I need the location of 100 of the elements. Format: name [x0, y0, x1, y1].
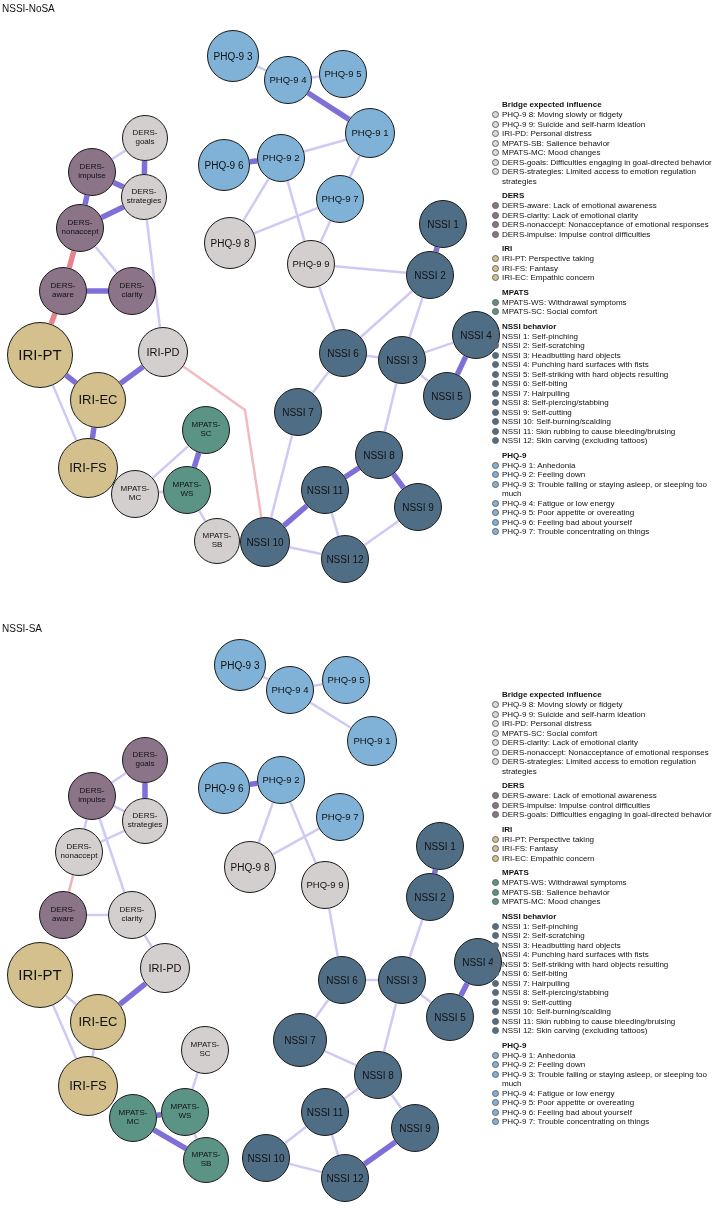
legend-label: PHQ-9 1: Anhedonia [502, 1050, 576, 1060]
edge-line [64, 373, 78, 385]
legend-heading: IRI [501, 244, 513, 254]
edge-line [191, 452, 202, 468]
legend-label: DERS-nonaccept: Nonacceptance of emotional responses [502, 747, 709, 757]
edge-line [408, 919, 424, 958]
edge-line [382, 1002, 398, 1053]
legend-label: NSSI 11: Skin rubbing to cause bleeding/bruising [502, 1016, 676, 1026]
legend-label: DERS-impulse: Impulse control difficulties [502, 800, 651, 810]
edge-line [272, 827, 320, 856]
legend-label: NSSI 10: Self-burning/scalding [502, 1007, 611, 1017]
edge-line [64, 994, 78, 1006]
edge-line [51, 1004, 78, 1059]
legend-label: NSSI 8: Self-piercing/stabbing [502, 988, 609, 998]
legend-label: PHQ-9 5: Poor appetite or overeating [502, 1098, 635, 1108]
legend-heading: MPATS [501, 287, 529, 298]
legend-label: NSSI 3: Headbutting hard objects [502, 350, 621, 360]
edge-line [334, 264, 407, 275]
legend-label: DERS-goals: Difficulties engaging in goal-directed behavior [502, 810, 712, 820]
edge-line [343, 465, 361, 480]
panel-title: NSSI-NoSA [2, 4, 55, 14]
edge-line [111, 149, 127, 161]
edge-line [51, 384, 78, 441]
edge-line [319, 220, 332, 243]
legend-label: DERS-impulse: Impulse control difficulties [502, 229, 651, 239]
legend-label: PHQ-9 6: Feeling bad about yourself [502, 1107, 632, 1117]
legend-label: PHQ-9 9: Suicide and self-harm ideation [502, 709, 646, 719]
legend-label: NSSI 6: Self-biting [502, 969, 568, 979]
legend-label: PHQ-9 7: Trouble concentrating on things [502, 527, 650, 537]
edge-line [288, 1162, 323, 1174]
edge-line [142, 783, 148, 798]
legend-label: DERS-aware: Lack of emotional awareness [502, 791, 657, 801]
legend-label: NSSI 9: Self-cutting [502, 407, 572, 417]
legend-label: PHQ-9 4: Fatigue or low energy [502, 498, 615, 508]
legend-label: DERS-nonaccept: Nonacceptance of emotional responses [502, 220, 709, 230]
edge-line [282, 503, 309, 528]
edge-line [156, 1112, 162, 1118]
legend-label: DERS-strategies: Limited access to emotion regulation strategies [502, 757, 697, 776]
edge-line [348, 155, 361, 178]
legend-heading: NSSI behavior [501, 911, 557, 922]
legend-label: IRI-PD: Personal distress [502, 719, 592, 729]
edge-line [66, 250, 77, 269]
legend-label: NSSI 3: Headbutting hard objects [502, 940, 621, 950]
legend-label: IRI-EC: Empathic concern [502, 273, 595, 283]
edge-line [309, 701, 352, 729]
legend-label: NSSI 7: Hairpulling [502, 388, 570, 398]
edge-line [306, 90, 351, 122]
legend-label: DERS-clarity: Lack of emotional clarity [502, 738, 639, 748]
edge-line [83, 819, 88, 829]
legend-label: IRI-EC: Empathic concern [502, 853, 595, 863]
legend-label: MPATS-SC: Social comfort [502, 728, 598, 738]
edge-line [257, 802, 275, 843]
legend-heading: DERS [501, 781, 525, 791]
legend-label: PHQ-9 2: Feeling down [502, 1060, 586, 1070]
legend-label: MPATS-WS: Withdrawal symptoms [502, 878, 627, 888]
legend-label: MPATS-SC: Social comfort [502, 307, 598, 317]
legend-label: NSSI 6: Self-biting [502, 379, 568, 389]
legend-label: NSSI 5: Self-striking with hard objects resulting [502, 959, 669, 969]
edge-line [152, 1127, 188, 1151]
legend-heading: DERS [501, 191, 525, 201]
edge-line [48, 312, 58, 325]
edge-line [317, 286, 337, 331]
edge-line [112, 179, 125, 190]
legend-label: DERS-goals: Difficulties engaging in goal-directed behavior [502, 157, 712, 167]
legend-label: NSSI 8: Self-piercing/stabbing [502, 398, 609, 408]
legend-label: IRI-FS: Fantasy [502, 844, 558, 854]
edge-line [182, 365, 263, 518]
legend-heading: Bridge expected influence [501, 690, 602, 700]
legend-heading: NSSI behavior [501, 321, 557, 332]
edge-line [100, 204, 125, 220]
legend-label: NSSI 2: Self-scratching [502, 341, 585, 351]
edge-line [454, 355, 469, 376]
edge-line [391, 472, 406, 490]
edge-line [313, 683, 323, 687]
edge-line [324, 1049, 357, 1067]
legend-label: PHQ-9 5: Poor appetite or overeating [502, 508, 635, 518]
edge-line [145, 219, 162, 328]
edge-line [343, 1087, 360, 1100]
legend-heading: PHQ-9 [501, 450, 527, 461]
edge-line [118, 981, 148, 1007]
edge-line [330, 1134, 340, 1156]
legend-label: DERS-clarity: Lack of emotional clarity [502, 210, 639, 220]
edge-line [289, 545, 322, 556]
edge-line [433, 246, 440, 253]
edge-line [366, 354, 379, 359]
edge-line [89, 427, 97, 439]
legend-label: NSSI 2: Self-scratching [502, 931, 585, 941]
edge-line [330, 512, 340, 537]
legend-label: PHQ-9 8: Moving slowly or fidgety [502, 110, 623, 120]
legend-label: NSSI 1: Self-pinching [502, 921, 579, 931]
legend-label: NSSI 10: Self-burning/scalding [502, 417, 611, 427]
legend-label: PHQ-9 4: Fatigue or low energy [502, 1088, 615, 1098]
edge-line [242, 177, 270, 222]
legend-label: NSSI 12: Skin carving (excluding tattoos) [502, 1026, 648, 1036]
edge-line [286, 180, 306, 242]
legend-label: NSSI 1: Self-pinching [502, 331, 579, 341]
edge-line [262, 675, 270, 681]
edge-line [111, 771, 127, 784]
edge-line [363, 519, 400, 547]
edge-line [198, 510, 207, 522]
